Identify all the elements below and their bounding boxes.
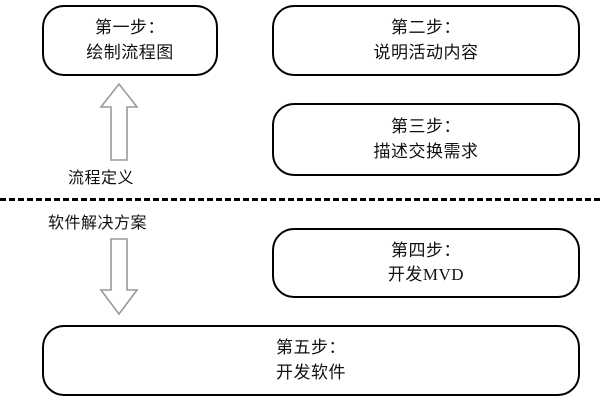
step-box-3-line2: 描述交换需求 (373, 141, 479, 161)
step-box-1-line1: 第一步： (95, 18, 165, 38)
arrow-up-icon (98, 82, 140, 162)
step-box-4[interactable]: 第四步： 开发MVD (272, 228, 580, 298)
step-box-5[interactable]: 第五步： 开发软件 (42, 325, 580, 396)
label-software-solution: 软件解决方案 (48, 215, 148, 232)
step-box-2[interactable]: 第二步： 说明活动内容 (272, 5, 580, 76)
step-box-1[interactable]: 第一步： 绘制流程图 (42, 5, 218, 76)
step-box-2-line1: 第二步： (391, 18, 461, 38)
step-box-2-line2: 说明活动内容 (373, 42, 479, 62)
step-box-5-line1: 第五步： (276, 338, 346, 358)
step-box-5-line2: 开发软件 (276, 362, 346, 382)
arrow-down-icon (98, 238, 140, 316)
step-box-3[interactable]: 第三步： 描述交换需求 (272, 103, 580, 176)
step-box-4-line1: 第四步： (391, 240, 461, 260)
step-box-1-line2: 绘制流程图 (86, 42, 174, 62)
step-box-3-line1: 第三步： (391, 117, 461, 137)
label-process-definition: 流程定义 (68, 170, 135, 187)
step-box-4-line2: 开发MVD (387, 265, 465, 284)
section-divider (0, 198, 600, 201)
